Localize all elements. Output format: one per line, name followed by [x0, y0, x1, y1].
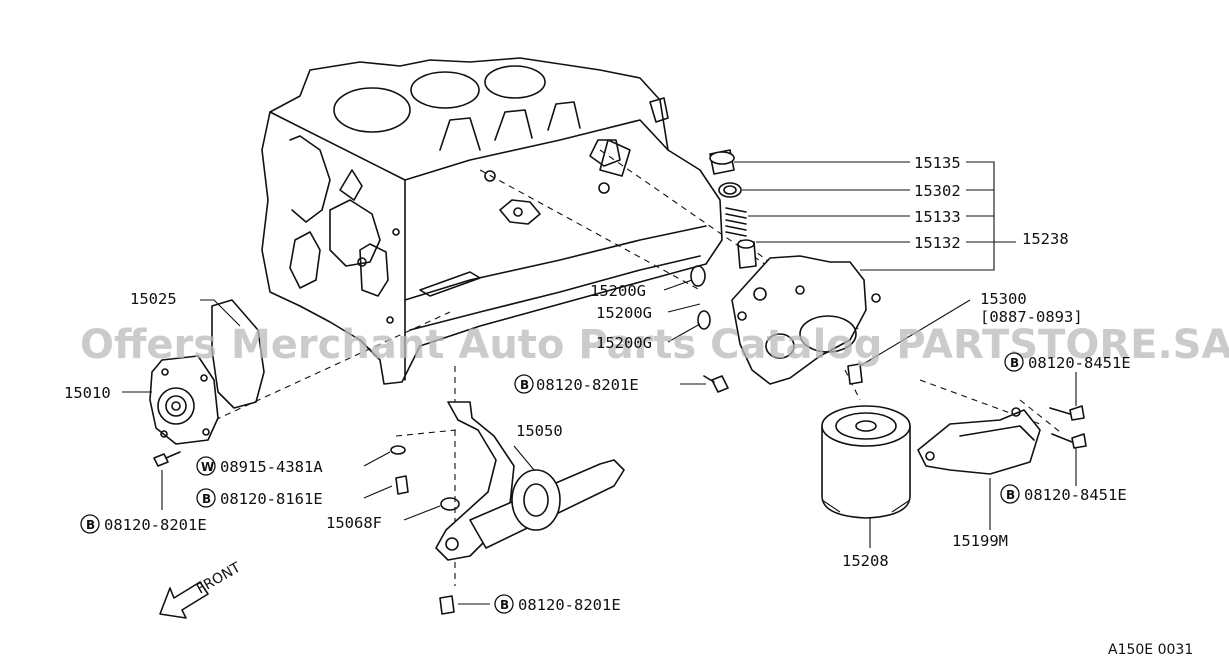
callout-15135: 15135 [914, 154, 961, 172]
watermark: Offers Merchant Auto Parts Catalog PARTS… [80, 322, 1229, 368]
callout-15199m: 15199M [952, 532, 1008, 550]
bolt-strainer-bottom [439, 595, 455, 615]
oil-pump-15010 [149, 355, 219, 445]
bolt-oil-pump [153, 451, 181, 467]
callout-15068f: 15068F [326, 514, 382, 532]
callout-15302: 15302 [914, 182, 961, 200]
bolt-marker: B [202, 492, 211, 506]
callout-15010: 15010 [64, 384, 111, 402]
oil-pump-gasket-15025 [211, 299, 265, 409]
assembly-guide-lines [214, 149, 1061, 586]
part-callouts: 15135 15302 15133 15132 15238 15200G 152… [64, 154, 1083, 570]
filter-protector-15199m [917, 407, 1041, 475]
callout-15050: 15050 [516, 422, 563, 440]
oil-filter-bracket-15300 [731, 255, 881, 385]
bolt-marker: B [1010, 356, 1019, 370]
callout-bolt-8161: 08120-8161E [220, 490, 323, 508]
bolt-bracket-mid [703, 375, 729, 393]
front-direction-arrow: FRONT [159, 559, 244, 619]
bolt-marker: B [1006, 488, 1015, 502]
callout-15200g-2: 15200G [596, 304, 652, 322]
callout-15200g-1: 15200G [590, 282, 646, 300]
bolt-marker: B [86, 518, 95, 532]
callout-15025: 15025 [130, 290, 177, 308]
callout-15300-range: [0887-0893] [980, 308, 1083, 326]
callout-15133: 15133 [914, 208, 961, 226]
relief-valve-parts [709, 149, 757, 269]
callout-bolt-8451-lower: 08120-8451E [1024, 486, 1127, 504]
leader-lines [122, 161, 1077, 605]
callout-bolt-8451-upper: 08120-8451E [1028, 354, 1131, 372]
bolts-protector [1049, 405, 1087, 449]
callout-15200g-3: 15200G [596, 334, 652, 352]
bolt-marker: B [520, 378, 529, 392]
washer-marker: W [201, 460, 214, 474]
callout-washer-4381: 08915-4381A [220, 458, 323, 476]
oil-strainer-15050 [435, 401, 625, 561]
callout-bolt-8201-mid: 08120-8201E [536, 376, 639, 394]
callout-15238: 15238 [1022, 230, 1069, 248]
callout-15208: 15208 [842, 552, 889, 570]
engine-block-illustration [261, 57, 723, 385]
strainer-washer-gasket [390, 445, 460, 511]
callout-bolt-8201-left: 08120-8201E [104, 516, 207, 534]
callout-bolt-8201-bottom: 08120-8201E [518, 596, 621, 614]
front-label: FRONT [194, 559, 244, 597]
callout-15132: 15132 [914, 234, 961, 252]
callout-15300: 15300 [980, 290, 1027, 308]
fastener-callouts: B 08120-8201E B 08120-8451E B 08120-8451… [80, 352, 1131, 614]
bolt-marker: B [500, 598, 509, 612]
oil-filter-15208 [821, 405, 911, 519]
figure-reference: A150E 0031 [1108, 642, 1193, 658]
gaskets-15200g [690, 265, 711, 330]
